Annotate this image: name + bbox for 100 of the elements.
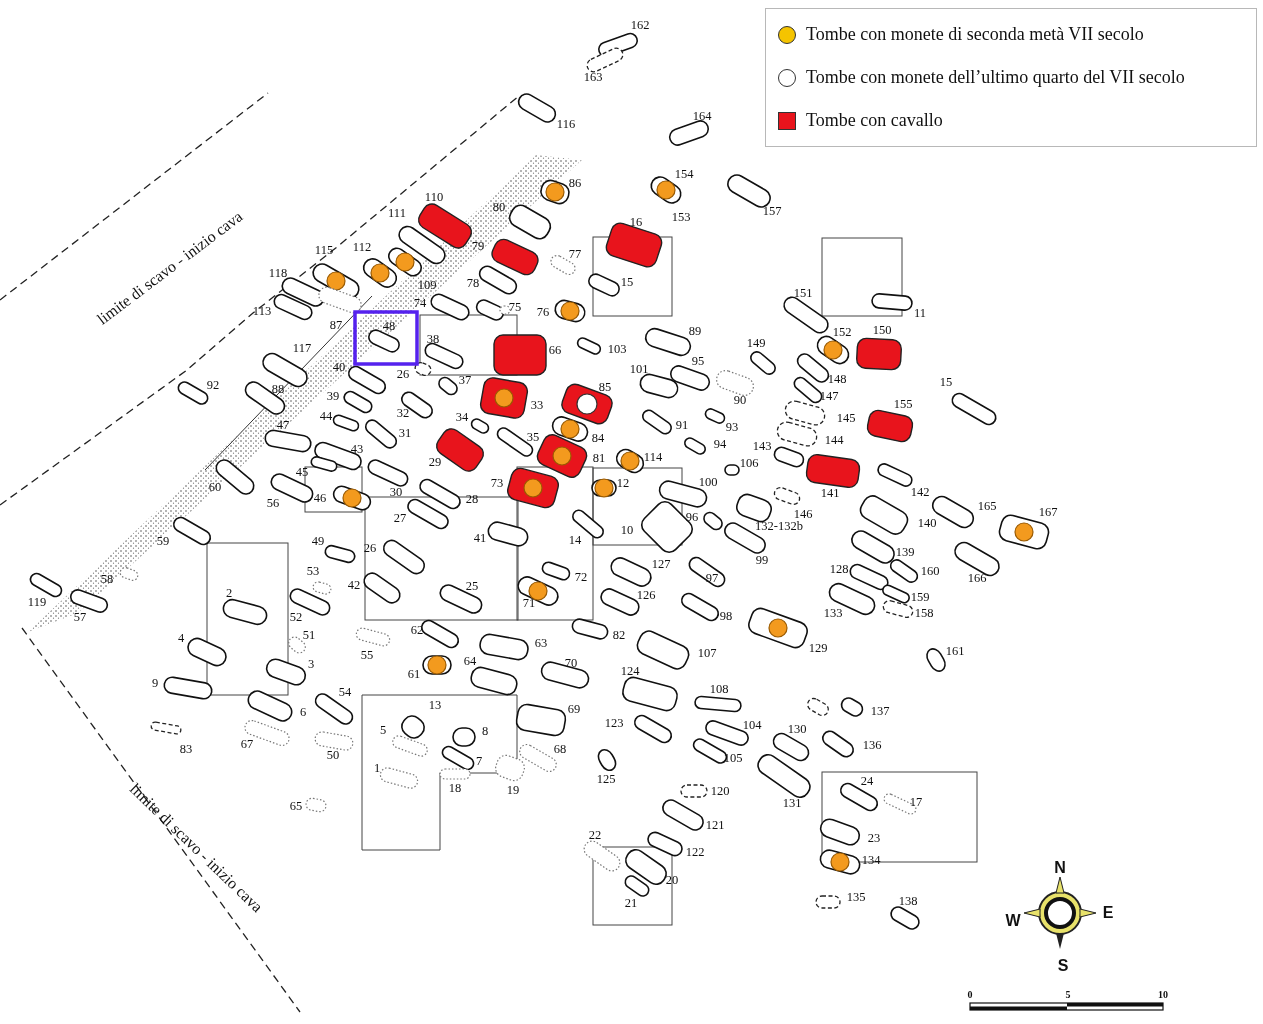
grave-number: 159 (910, 590, 930, 604)
grave-number: 29 (428, 455, 442, 469)
grave-number: 123 (604, 716, 624, 730)
grave-number: 152 (832, 325, 852, 339)
grave-number: 5 (379, 723, 387, 737)
grave-number: 1 (373, 761, 381, 775)
compass-letter: S (1057, 958, 1069, 974)
grave-number: 3 (307, 657, 315, 671)
grave-number: 8 (481, 724, 489, 738)
grave-number: 39 (326, 389, 340, 403)
grave-number: 120 (710, 784, 730, 798)
grave-number: 144 (824, 433, 844, 447)
grave-number: 153 (671, 210, 691, 224)
scale-number: 5 (1065, 990, 1071, 1000)
legend-text: Tombe con monete dell’ultimo quarto del VII secolo (806, 67, 1185, 88)
grave-number: 16 (629, 215, 643, 229)
grave-number: 56 (266, 496, 280, 510)
grave-number: 28 (465, 492, 479, 506)
grave-number: 26 (396, 367, 410, 381)
grave-number: 151 (793, 286, 813, 300)
grave-number: 142 (910, 485, 930, 499)
grave-number: 18 (448, 781, 462, 795)
grave-number: 97 (705, 571, 719, 585)
grave-number: 107 (697, 646, 717, 660)
grave-number: 101 (629, 362, 649, 376)
grave-number: 54 (338, 685, 352, 699)
grave-number: 135 (846, 890, 866, 904)
grave-number: 139 (895, 545, 915, 559)
grave-number: 158 (914, 606, 934, 620)
grave-number: 4 (177, 631, 185, 645)
grave-number: 43 (350, 442, 364, 456)
grave-number: 137 (870, 704, 890, 718)
grave-number: 88 (271, 382, 285, 396)
grave-number: 125 (596, 772, 616, 786)
grave-number: 106 (739, 456, 759, 470)
grave-number: 167 (1038, 505, 1058, 519)
grave-number: 99 (755, 553, 769, 567)
grave-number: 112 (352, 240, 372, 254)
grave-number: 143 (752, 439, 772, 453)
grave-number: 63 (534, 636, 548, 650)
grave-number: 155 (893, 397, 913, 411)
grave-number: 108 (709, 682, 729, 696)
grave-number: 35 (526, 430, 540, 444)
grave-number: 67 (240, 737, 254, 751)
grave-number: 47 (276, 418, 290, 432)
grave-number: 42 (347, 578, 361, 592)
grave-number: 44 (319, 409, 333, 423)
grave-number: 32 (396, 406, 410, 420)
grave-number: 166 (967, 571, 987, 585)
grave-number: 52 (289, 610, 303, 624)
grave-number: 82 (612, 628, 626, 642)
grave-number: 86 (568, 176, 582, 190)
grave-number: 64 (463, 654, 477, 668)
grave-number: 146 (793, 507, 813, 521)
grave-number: 72 (574, 570, 588, 584)
grave-number: 55 (360, 648, 374, 662)
grave-number: 24 (860, 774, 874, 788)
grave-number: 41 (473, 531, 487, 545)
grave-number: 118 (268, 266, 288, 280)
grave-number: 69 (567, 702, 581, 716)
grave-number: 14 (568, 533, 582, 547)
grave-number: 60 (208, 480, 222, 494)
grave-number: 73 (490, 476, 504, 490)
compass-letter: N (1054, 860, 1066, 876)
grave-number: 109 (417, 278, 437, 292)
grave-number: 77 (568, 247, 582, 261)
grave-number: 65 (289, 799, 303, 813)
legend-text: Tombe con monete di seconda metà VII secolo (806, 24, 1144, 45)
grave-number: 11 (914, 306, 926, 320)
grave-number: 157 (762, 204, 782, 218)
grave-number: 57 (73, 610, 87, 624)
grave-number: 49 (311, 534, 325, 548)
grave-number: 61 (407, 667, 421, 681)
grave-number: 75 (508, 300, 522, 314)
scale-number: 10 (1158, 990, 1168, 1000)
grave-number: 150 (872, 323, 892, 337)
grave-number: 13 (428, 698, 442, 712)
grave-number: 6 (299, 705, 307, 719)
grave-number: 68 (553, 742, 567, 756)
grave-number: 15 (939, 375, 953, 389)
grave-number: 33 (530, 398, 544, 412)
grave-number: 89 (688, 324, 702, 338)
grave-number: 70 (564, 656, 578, 670)
grave-number: 20 (665, 873, 679, 887)
grave-number: 10 (620, 523, 634, 537)
boundary-label: limite di scavo - inizio cava (94, 208, 246, 328)
grave-number: 103 (607, 342, 627, 356)
grave-number: 124 (620, 664, 640, 678)
compass-letter: E (1102, 905, 1114, 921)
grave-number: 62 (410, 623, 424, 637)
grave-number: 66 (548, 343, 562, 357)
grave-number: 116 (556, 117, 576, 131)
grave-number: 122 (685, 845, 705, 859)
grave-number: 9 (151, 676, 159, 690)
grave-number: 132-132b (755, 519, 803, 533)
grave-number: 136 (862, 738, 882, 752)
grave-number: 149 (746, 336, 766, 350)
grave-number: 78 (466, 276, 480, 290)
grave-number: 21 (624, 896, 638, 910)
legend-text: Tombe con cavallo (806, 110, 943, 131)
